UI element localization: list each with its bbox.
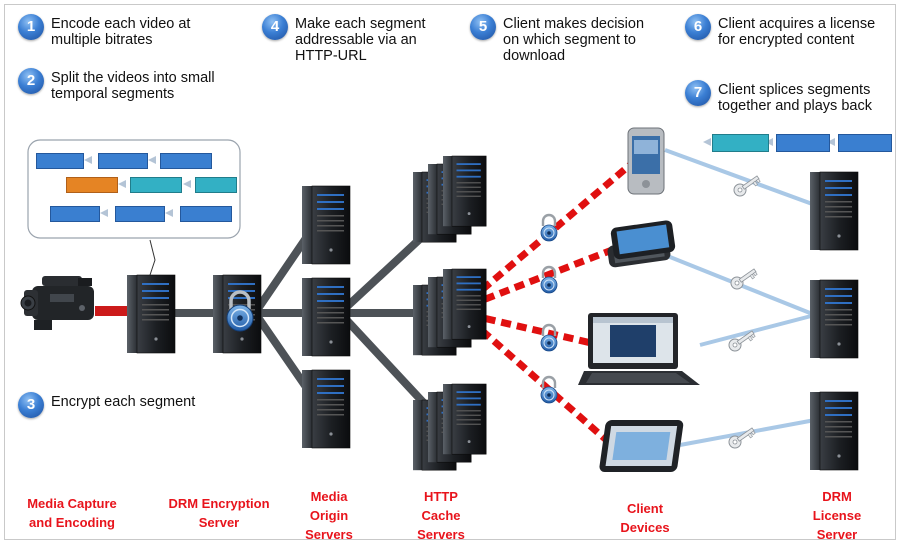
- step-6-badge: 6: [685, 14, 711, 40]
- step-4: 4 Make each segment addressable via an H…: [262, 14, 426, 64]
- laptop-icon: [578, 313, 700, 385]
- step-7-text: Client splices segments together and pla…: [718, 82, 872, 114]
- cache-server-group-bottom: [412, 383, 487, 471]
- diagram-frame: [4, 4, 896, 540]
- step-2: 2 Split the videos into small temporal s…: [18, 68, 215, 102]
- padlock-icon: [539, 375, 559, 405]
- step-1: 1 Encode each video at multiple bitrates: [18, 14, 190, 48]
- step-6: 6 Client acquires a license for encrypte…: [685, 14, 875, 48]
- backbone-connections: [146, 221, 444, 419]
- stage-label-media-capture: Media Capture and Encoding: [27, 496, 117, 530]
- license-server-top: [809, 171, 859, 251]
- segment-arrows: [84, 156, 191, 217]
- step-2-text: Split the videos into small temporal seg…: [51, 70, 215, 102]
- step-5-text: Client makes decision on which segment t…: [503, 16, 645, 64]
- key-icon: [726, 326, 757, 354]
- origin-server-bottom: [301, 369, 351, 449]
- key-icon: [726, 423, 757, 451]
- cache-server-group-middle: [412, 268, 487, 356]
- client-segment-pipeline: [703, 138, 835, 146]
- stage-label-drm-encryption: DRM Encryption Server: [168, 496, 270, 530]
- video-camera-icon: [20, 276, 94, 330]
- step-5-badge: 5: [470, 14, 496, 40]
- step-6-text: Client acquires a license for encrypted …: [718, 16, 876, 48]
- segment-block: [50, 206, 100, 222]
- segment-block: [838, 134, 892, 152]
- step-1-badge: 1: [18, 14, 44, 40]
- step-3: 3 Encrypt each segment: [18, 392, 195, 418]
- step-4-badge: 4: [262, 14, 288, 40]
- step-4-text: Make each segment addressable via an HTT…: [295, 16, 426, 64]
- padlock-icon: [226, 290, 254, 332]
- stage-label-client-devices: Client Devices: [620, 501, 670, 535]
- stage-label-cache-servers: HTTP Cache Servers: [417, 489, 465, 542]
- segment-block: [130, 177, 182, 193]
- license-server-bottom: [809, 391, 859, 471]
- segment-block: [98, 153, 148, 169]
- step-5: 5 Client makes decision on which segment…: [470, 14, 644, 64]
- padlock-icon: [539, 323, 559, 353]
- segment-block: [776, 134, 830, 152]
- segment-block: [180, 206, 232, 222]
- step-7: 7 Client splices segments together and p…: [685, 80, 872, 114]
- segment-block: [195, 177, 237, 193]
- smartphone-icon: [627, 127, 665, 195]
- step-3-text: Encrypt each segment: [51, 394, 196, 410]
- origin-server-middle: [301, 277, 351, 357]
- segment-block: [36, 153, 84, 169]
- step-2-badge: 2: [18, 68, 44, 94]
- stage-label-license-server: DRM License Server: [812, 489, 862, 542]
- segment-block: [160, 153, 212, 169]
- segment-block: [115, 206, 165, 222]
- license-server-middle: [809, 279, 859, 359]
- stage-label-origin-servers: Media Origin Servers: [305, 489, 353, 542]
- tablet-icon: [607, 220, 676, 268]
- origin-server-top: [301, 185, 351, 265]
- encoder-server: [126, 274, 176, 354]
- step-3-badge: 3: [18, 392, 44, 418]
- capture-link: [95, 306, 135, 316]
- padlock-icon: [539, 213, 559, 243]
- step-1-text: Encode each video at multiple bitrates: [51, 16, 191, 48]
- tablet-icon: [599, 420, 684, 472]
- cache-server-group-top: [412, 155, 487, 243]
- segment-block: [66, 177, 118, 193]
- step-7-badge: 7: [685, 80, 711, 106]
- segment-block: [712, 134, 769, 152]
